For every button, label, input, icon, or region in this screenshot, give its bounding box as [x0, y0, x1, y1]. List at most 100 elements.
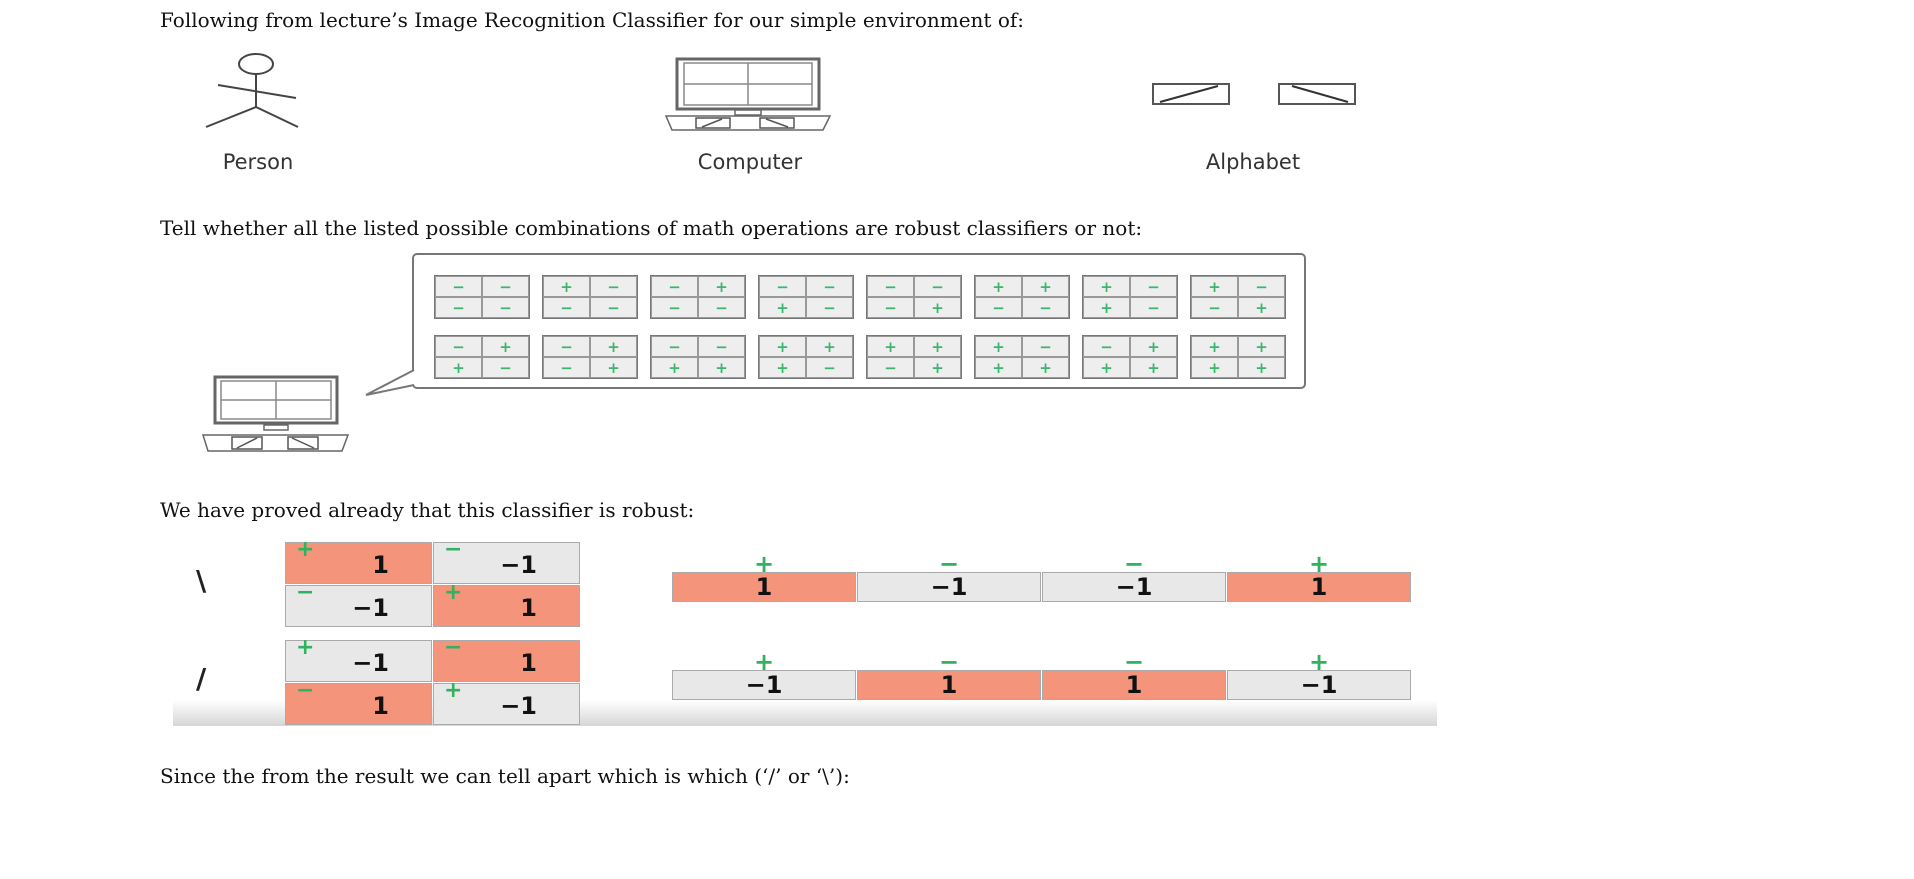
combination-cell: + — [590, 357, 637, 378]
combination-cell: + — [1022, 276, 1069, 297]
combination-cell: + — [1238, 357, 1285, 378]
result-sign: + — [753, 648, 775, 676]
combination-cell: − — [1022, 297, 1069, 318]
combination-cell: + — [914, 357, 961, 378]
cell-value: −1 — [352, 649, 389, 677]
intro-text: Following from lecture’s Image Recogniti… — [160, 8, 1024, 32]
combination-cell: + — [698, 276, 745, 297]
combination-cell: + — [435, 357, 482, 378]
combination-grid: +−++ — [974, 335, 1070, 379]
cell-value: 1 — [520, 594, 537, 622]
combination-cell: + — [1022, 357, 1069, 378]
alphabet-label: Alphabet — [1205, 150, 1301, 174]
proof-matrix-cell: +1 — [285, 537, 432, 584]
combination-cell: − — [543, 357, 590, 378]
combination-cell: + — [914, 297, 961, 318]
combination-cell: + — [482, 336, 529, 357]
combination-cell: + — [1083, 357, 1130, 378]
cell-value: 1 — [520, 649, 537, 677]
combination-cell: + — [1191, 336, 1238, 357]
combination-cell: + — [975, 276, 1022, 297]
combination-cell: + — [867, 336, 914, 357]
combination-grid: +++− — [758, 335, 854, 379]
combination-cell: + — [975, 357, 1022, 378]
proof-matrix-cell: + −1 — [433, 678, 580, 725]
combination-cell: − — [806, 297, 853, 318]
proved-text: We have proved already that this classif… — [160, 498, 695, 522]
combination-cell: − — [482, 357, 529, 378]
result-sign: − — [1123, 550, 1145, 578]
combination-grid: −+−+ — [542, 335, 638, 379]
combination-grid: +−+− — [1082, 275, 1178, 319]
combination-cell: + — [1238, 336, 1285, 357]
combination-cell: − — [543, 297, 590, 318]
combination-cell: + — [759, 357, 806, 378]
computer-label: Computer — [697, 150, 803, 174]
result-cell: −1 — [1227, 670, 1411, 700]
cell-value: −1 — [500, 692, 537, 720]
combination-cell: + — [698, 357, 745, 378]
combination-cell: + — [759, 297, 806, 318]
combination-grid: −++− — [434, 335, 530, 379]
proof-row-label: \ — [196, 564, 207, 597]
combination-cell: + — [975, 336, 1022, 357]
combination-cell: − — [435, 297, 482, 318]
sign-mark: − — [296, 580, 315, 605]
combination-grid: ++−+ — [866, 335, 962, 379]
result-cell: 1 — [672, 572, 856, 602]
result-sign: + — [1308, 648, 1330, 676]
combination-grid: +−−+ — [1190, 275, 1286, 319]
result-sign: + — [1308, 550, 1330, 578]
proof-matrix-cell: − −1 — [285, 580, 432, 627]
result-sign: − — [1123, 648, 1145, 676]
person-icon — [205, 53, 299, 128]
combination-cell: − — [1130, 297, 1177, 318]
combination-cell: + — [590, 336, 637, 357]
combination-cell: + — [759, 336, 806, 357]
combination-cell: − — [698, 297, 745, 318]
question-text: Tell whether all the listed possible com… — [160, 216, 1143, 240]
combination-grid: +−−− — [542, 275, 638, 319]
combination-cell: − — [867, 357, 914, 378]
combination-grid: −−+− — [758, 275, 854, 319]
result-cell: 1 — [1042, 670, 1226, 700]
result-cell: −1 — [1042, 572, 1226, 602]
combination-cell: − — [914, 276, 961, 297]
result-cell: −1 — [672, 670, 856, 700]
sign-mark: + — [444, 678, 463, 703]
combination-grid: ++++ — [1190, 335, 1286, 379]
result-sign: + — [753, 550, 775, 578]
person-label: Person — [222, 150, 294, 174]
cell-value: −1 — [352, 594, 389, 622]
combination-cell: + — [651, 357, 698, 378]
result-cell: 1 — [1227, 572, 1411, 602]
combination-cell: − — [435, 276, 482, 297]
proof-matrix-cell: + −1 — [285, 635, 432, 682]
combination-grid: −−−− — [434, 275, 530, 319]
cell-value: 1 — [372, 551, 389, 579]
combination-cell: − — [975, 297, 1022, 318]
combination-cell: − — [698, 336, 745, 357]
result-sign: − — [938, 550, 960, 578]
sign-mark: + — [444, 580, 463, 605]
combination-grid: −−++ — [650, 335, 746, 379]
computer-icon — [201, 375, 350, 452]
combination-cell: − — [590, 297, 637, 318]
combination-grid: −−−+ — [866, 275, 962, 319]
combination-cell: − — [651, 336, 698, 357]
result-cell: 1 — [857, 670, 1041, 700]
combination-cell: − — [1022, 336, 1069, 357]
combination-cell: + — [1083, 276, 1130, 297]
combination-cell: + — [806, 336, 853, 357]
combination-cell: − — [651, 297, 698, 318]
combination-cell: + — [1191, 357, 1238, 378]
proof-matrix-cell: −1 — [285, 678, 432, 725]
sign-mark: + — [296, 635, 315, 660]
combination-cell: − — [867, 276, 914, 297]
sign-mark: − — [444, 537, 463, 562]
result-sign: − — [938, 648, 960, 676]
combination-grid: −+−− — [650, 275, 746, 319]
combination-cell: − — [435, 336, 482, 357]
combination-cell: + — [1130, 336, 1177, 357]
combination-cell: − — [806, 357, 853, 378]
